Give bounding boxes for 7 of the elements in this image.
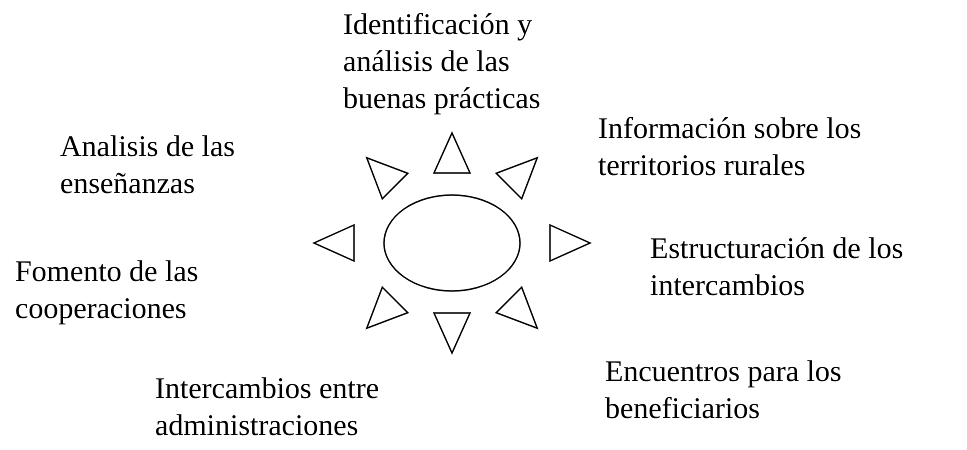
topic-label: Identificación y análisis de las buenas prácticas bbox=[343, 7, 542, 117]
topic-label: Encuentros para los beneficiarios bbox=[605, 354, 843, 427]
topic-label: Estructuración de los intercambios bbox=[650, 231, 904, 304]
topic-label: Información sobre los territorios rurales bbox=[598, 111, 862, 184]
topic-label: Analisis de las enseñanzas bbox=[60, 129, 236, 202]
topic-label: Fomento de las cooperaciones bbox=[15, 254, 200, 327]
topic-label: Intercambios entre administraciones bbox=[155, 371, 380, 444]
